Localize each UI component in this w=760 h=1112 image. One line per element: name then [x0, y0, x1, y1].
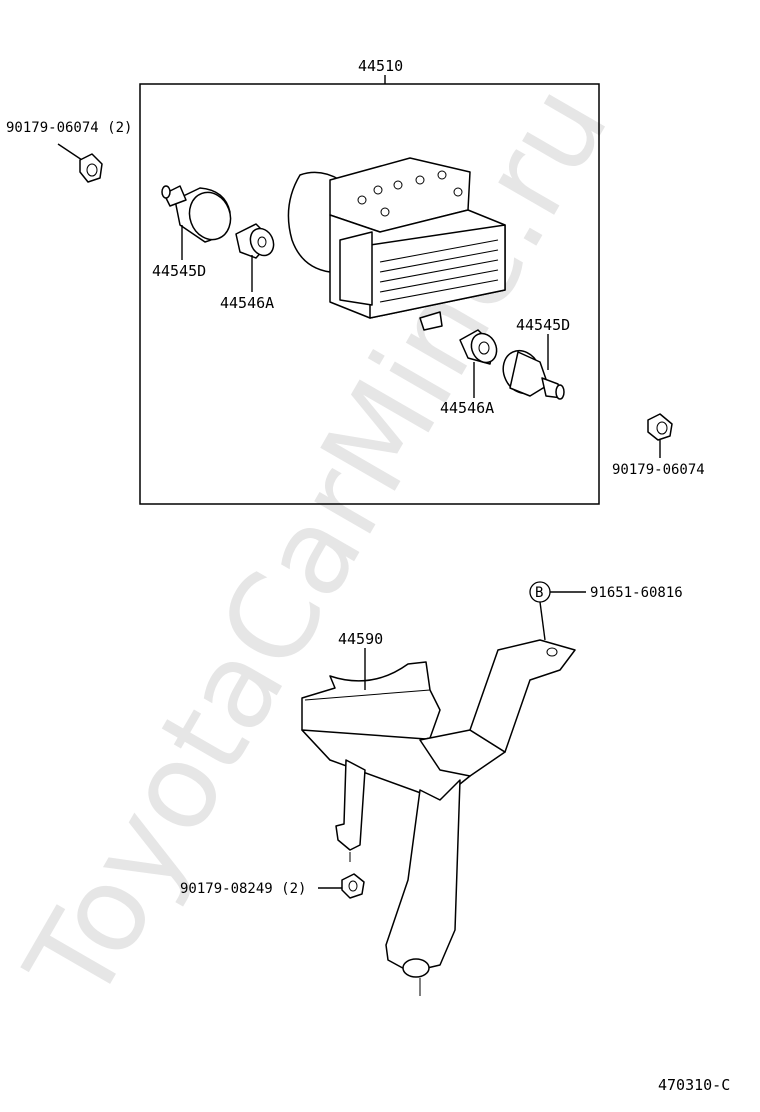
connector-right — [502, 349, 565, 400]
sleeve-left — [235, 223, 275, 259]
bolt-bottom — [341, 873, 365, 899]
label-44590[interactable]: 44590 — [338, 630, 383, 648]
label-44545D-right[interactable]: 44545D — [516, 316, 570, 334]
label-90179-06074-2[interactable]: 90179-06074 (2) — [6, 120, 132, 136]
label-90179-08249-2[interactable]: 90179-08249 (2) — [180, 881, 306, 897]
connector-left — [161, 185, 232, 243]
abs-actuator — [287, 157, 506, 331]
label-44545D-left[interactable]: 44545D — [152, 262, 206, 280]
bracket — [301, 639, 576, 996]
b-marker-letter: B — [535, 585, 543, 601]
bolt-top-left — [79, 153, 103, 183]
bolt-right — [647, 413, 673, 441]
figure-code: 470310-C — [658, 1076, 730, 1094]
label-91651-60816[interactable]: 91651-60816 — [590, 585, 683, 601]
label-44546A-left[interactable]: 44546A — [220, 294, 274, 312]
sleeve-right — [459, 329, 498, 365]
assembly-frame — [139, 83, 600, 505]
label-44546A-right[interactable]: 44546A — [440, 399, 494, 417]
label-90179-06074[interactable]: 90179-06074 — [612, 462, 705, 478]
label-44510[interactable]: 44510 — [358, 57, 403, 75]
